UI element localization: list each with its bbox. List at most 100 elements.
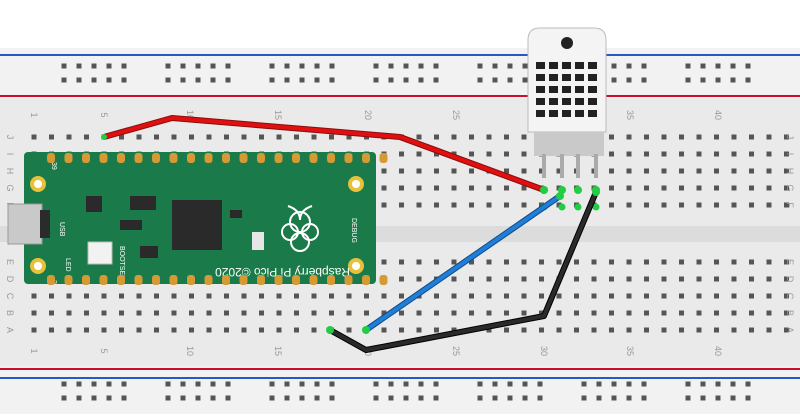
hole-rail (329, 395, 335, 401)
hole-rail (299, 381, 305, 387)
hole-bottom (539, 327, 544, 333)
hole-bottom (609, 259, 614, 265)
hole-rail (418, 63, 424, 69)
hole-rail (745, 395, 751, 401)
hole-bottom (119, 310, 124, 316)
hole-bottom (504, 327, 509, 333)
sensor-grille (536, 62, 597, 117)
black-wire-end-pico (326, 326, 334, 334)
hole-rail (91, 63, 97, 69)
hole-rail (269, 395, 275, 401)
pico-pad (257, 153, 265, 163)
hole-bottom (504, 293, 509, 299)
hole-bottom (259, 293, 264, 299)
hole-top (434, 202, 439, 208)
pico-pad (204, 275, 213, 285)
hole-rail (388, 63, 394, 69)
pico-pad (274, 153, 283, 163)
hole-top (731, 202, 737, 208)
hole-top (346, 134, 352, 140)
hole-top (49, 134, 54, 140)
row-letter: E (5, 259, 15, 265)
hole-bottom (486, 293, 492, 299)
hole-rail (492, 77, 498, 83)
hole-bottom (451, 293, 457, 299)
sensor-vent (536, 110, 545, 117)
hole-rail (61, 395, 67, 401)
sensor-vent (536, 62, 545, 69)
hole-rail (492, 395, 498, 401)
hole-rail (314, 381, 320, 387)
hole-top (154, 134, 159, 140)
sensor-vent (588, 62, 597, 69)
hole-bottom (416, 276, 422, 282)
hole-bottom (784, 259, 789, 265)
hole-bottom (749, 276, 754, 282)
hole-rail (641, 63, 647, 69)
hole-rail (269, 77, 275, 83)
hole-bottom (381, 293, 387, 299)
pico-pad (169, 275, 178, 285)
column-number: 35 (625, 346, 635, 356)
hole-top (259, 134, 264, 140)
hole-bottom (679, 327, 684, 333)
hole-rail (210, 77, 216, 83)
hole-top (731, 185, 737, 191)
hole-bottom (626, 327, 632, 333)
hole-bottom (539, 276, 544, 282)
hole-top (381, 185, 387, 191)
hole-rail (641, 77, 647, 83)
hole-top (416, 151, 422, 157)
sensor-vent (536, 86, 545, 93)
hole-rail (611, 381, 617, 387)
hole-top (416, 134, 422, 140)
hole-top (731, 134, 737, 140)
hole-rail (522, 77, 528, 83)
hole-top (714, 202, 719, 208)
hole-bottom (171, 327, 177, 333)
sensor-vent (562, 62, 571, 69)
hole-bottom (521, 293, 527, 299)
hole-top (434, 151, 439, 157)
pico-pad (274, 275, 283, 285)
hole-rail (522, 63, 528, 69)
hole-bottom (644, 276, 649, 282)
hole-bottom (136, 327, 142, 333)
hole-top (451, 134, 457, 140)
black-wire-end-sensor (592, 188, 600, 196)
blue-wire-end-sensor (556, 192, 564, 200)
bottom-power-rail (0, 366, 800, 414)
hole-bottom (521, 327, 527, 333)
hole-top (661, 151, 667, 157)
hole-rail (433, 77, 439, 83)
row-letter: H (5, 168, 15, 175)
hole-top (451, 185, 457, 191)
blue-wire (364, 194, 562, 332)
hole-top (679, 202, 684, 208)
hole-top (434, 185, 439, 191)
hole-rail (121, 63, 127, 69)
row-letter: I (785, 153, 795, 156)
hole-top (504, 134, 509, 140)
hole-bottom (399, 259, 404, 265)
hole-rail (210, 395, 216, 401)
hole-top (626, 168, 632, 174)
hole-top (469, 134, 474, 140)
hole-bottom (469, 276, 474, 282)
hole-bottom (311, 310, 317, 316)
hole-top (749, 151, 754, 157)
sensor-base (534, 132, 604, 156)
hole-rail (91, 381, 97, 387)
hole-bottom (154, 327, 159, 333)
hole-bottom (206, 293, 212, 299)
hole-rail (730, 395, 736, 401)
small-chip-3 (140, 246, 158, 258)
hole-bottom (399, 310, 404, 316)
hole-top (556, 202, 562, 208)
hole-bottom (661, 327, 667, 333)
sensor-vent (549, 98, 558, 105)
hole-bottom (364, 293, 369, 299)
hole-bottom (591, 276, 597, 282)
column-number: 20 (363, 110, 373, 120)
hole-bottom (434, 327, 439, 333)
